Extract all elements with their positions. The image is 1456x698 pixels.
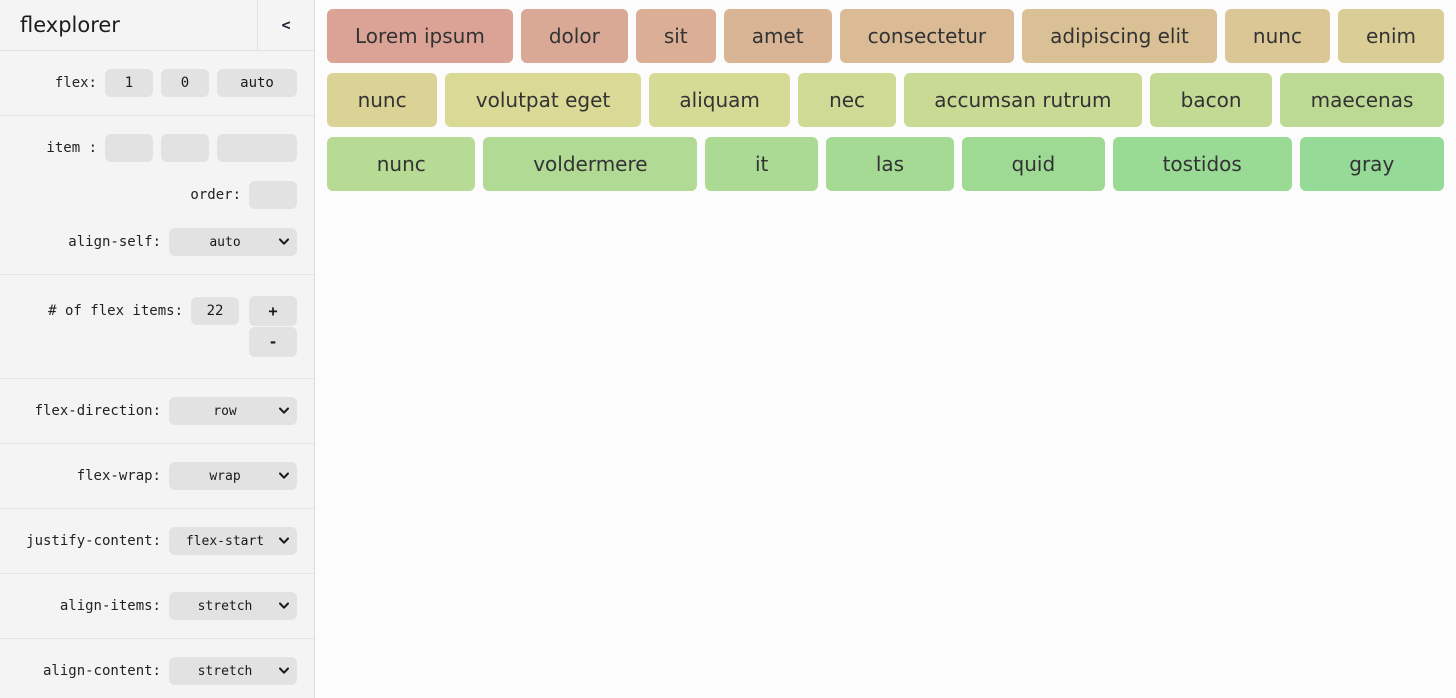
item-basis-input[interactable] — [217, 134, 297, 162]
flex-item: it — [705, 137, 819, 191]
align-items-label: align-items: — [59, 598, 161, 614]
order-input[interactable] — [249, 181, 297, 209]
align-self-label: align-self: — [68, 234, 161, 250]
flex-item: gray — [1299, 137, 1444, 191]
item-count-section: # of flex items: + - — [0, 275, 314, 379]
flex-item: Lorem ipsum — [327, 9, 513, 63]
flex-item: aliquam — [648, 73, 791, 127]
flex-item: amet — [723, 9, 832, 63]
sidebar-header: flexplorer < — [0, 0, 314, 51]
align-self-select[interactable]: auto — [169, 228, 297, 256]
justify-content-label: justify-content: — [26, 533, 161, 549]
flex-grow-input[interactable] — [105, 69, 153, 97]
flex-item: nunc — [327, 73, 438, 127]
align-items-row: align-items: stretch — [0, 592, 297, 620]
flex-shrink-input[interactable] — [161, 69, 209, 97]
flex-wrap-select-wrap: wrap — [169, 462, 297, 490]
flex-item: nec — [798, 73, 896, 127]
remove-item-button[interactable]: - — [249, 327, 297, 357]
collapse-sidebar-button[interactable]: < — [257, 0, 314, 50]
justify-content-select-wrap: flex-start — [169, 527, 297, 555]
flex-item: maecenas — [1280, 73, 1444, 127]
flex-label: flex: — [54, 75, 97, 91]
flex-item: bacon — [1150, 73, 1273, 127]
align-content-label: align-content: — [42, 663, 161, 679]
flex-wrap-section: flex-wrap: wrap — [0, 444, 314, 509]
align-self-select-wrap: auto — [169, 228, 297, 256]
align-content-row: align-content: stretch — [0, 657, 297, 685]
flex-item: volutpat eget — [445, 73, 641, 127]
flex-item: voldermere — [483, 137, 698, 191]
flex-item: tostidos — [1112, 137, 1292, 191]
item-count-label: # of flex items: — [48, 303, 183, 319]
flex-item: las — [826, 137, 954, 191]
chevron-left-icon: < — [281, 16, 291, 34]
align-self-row: align-self: auto — [0, 228, 297, 256]
flex-item: consectetur — [839, 9, 1015, 63]
align-content-select-wrap: stretch — [169, 657, 297, 685]
flex-item: adipiscing elit — [1022, 9, 1217, 63]
add-item-button[interactable]: + — [249, 296, 297, 326]
justify-content-select[interactable]: flex-start — [169, 527, 297, 555]
sidebar: flexplorer < flex: item : order: align-s… — [0, 0, 315, 698]
justify-content-row: justify-content: flex-start — [0, 527, 297, 555]
item-count-stepper: + - — [249, 296, 297, 357]
order-label: order: — [190, 187, 241, 203]
flex-shorthand-row: flex: — [0, 69, 297, 97]
flex-direction-label: flex-direction: — [34, 403, 161, 419]
app-title: flexplorer — [20, 13, 120, 37]
flex-direction-section: flex-direction: row — [0, 379, 314, 444]
flex-wrap-label: flex-wrap: — [76, 468, 161, 484]
flex-direction-select[interactable]: row — [169, 397, 297, 425]
flex-item: nunc — [1224, 9, 1330, 63]
item-section: item : order: align-self: auto — [0, 116, 314, 275]
item-count-input[interactable] — [191, 297, 239, 325]
flex-shorthand-section: flex: — [0, 51, 314, 116]
item-shrink-input[interactable] — [161, 134, 209, 162]
item-flex-row: item : — [0, 134, 297, 162]
flex-wrap-row: flex-wrap: wrap — [0, 462, 297, 490]
align-content-section: align-content: stretch — [0, 639, 314, 698]
item-count-row: # of flex items: + - — [0, 296, 297, 357]
flex-direction-row: flex-direction: row — [0, 397, 297, 425]
order-row: order: — [0, 181, 297, 209]
justify-content-section: justify-content: flex-start — [0, 509, 314, 574]
flex-basis-input[interactable] — [217, 69, 297, 97]
flex-direction-select-wrap: row — [169, 397, 297, 425]
flex-item: accumsan rutrum — [903, 73, 1143, 127]
flex-item: sit — [635, 9, 716, 63]
flex-wrap-select[interactable]: wrap — [169, 462, 297, 490]
item-label: item : — [46, 140, 97, 156]
flex-item: quid — [961, 137, 1105, 191]
align-items-select[interactable]: stretch — [169, 592, 297, 620]
flex-item: enim — [1337, 9, 1445, 63]
flex-item: dolor — [520, 9, 628, 63]
align-items-section: align-items: stretch — [0, 574, 314, 639]
item-grow-input[interactable] — [105, 134, 153, 162]
align-items-select-wrap: stretch — [169, 592, 297, 620]
flex-item: nunc — [327, 137, 476, 191]
align-content-select[interactable]: stretch — [169, 657, 297, 685]
